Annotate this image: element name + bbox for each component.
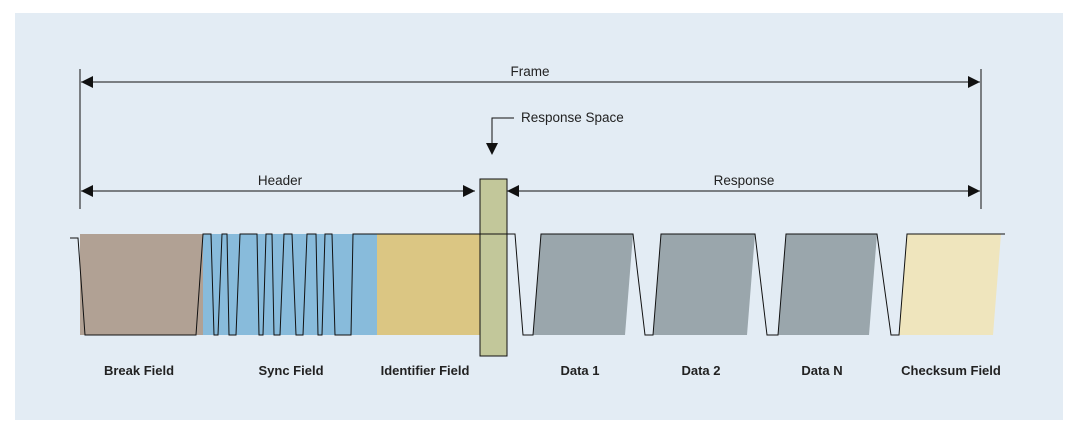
response-space-block bbox=[479, 178, 508, 357]
response-space-label: Response Space bbox=[521, 110, 624, 125]
checksum-field-label: Checksum Field bbox=[901, 363, 1001, 378]
lin-frame-diagram: Frame Response Space Header Response Bre… bbox=[15, 13, 1063, 420]
data-2-label: Data 2 bbox=[681, 363, 720, 378]
field-labels: Break Field Sync Field Identifier Field … bbox=[104, 363, 1001, 378]
header-span: Header bbox=[81, 173, 475, 197]
break-field-block bbox=[80, 234, 203, 335]
data-1-block bbox=[533, 234, 633, 335]
response-space-leader bbox=[491, 117, 514, 143]
response-span: Response bbox=[507, 173, 980, 197]
identifier-field-block bbox=[377, 234, 480, 335]
data-n-block bbox=[778, 234, 877, 335]
data-n-label: Data N bbox=[801, 363, 842, 378]
break-field-label: Break Field bbox=[104, 363, 174, 378]
sync-field-block bbox=[203, 234, 377, 335]
identifier-field-label: Identifier Field bbox=[381, 363, 470, 378]
response-space-arrowhead bbox=[486, 143, 498, 155]
response-label: Response bbox=[714, 173, 775, 188]
checksum-field-block bbox=[899, 234, 1001, 335]
field-blocks bbox=[80, 234, 1001, 335]
response-space-callout: Response Space bbox=[486, 110, 624, 155]
signal-waveform bbox=[70, 233, 1005, 336]
data-1-label: Data 1 bbox=[560, 363, 599, 378]
header-label: Header bbox=[258, 173, 303, 188]
sync-field-label: Sync Field bbox=[258, 363, 323, 378]
frame-span: Frame bbox=[79, 64, 982, 209]
data-2-block bbox=[653, 234, 755, 335]
frame-label: Frame bbox=[510, 64, 549, 79]
